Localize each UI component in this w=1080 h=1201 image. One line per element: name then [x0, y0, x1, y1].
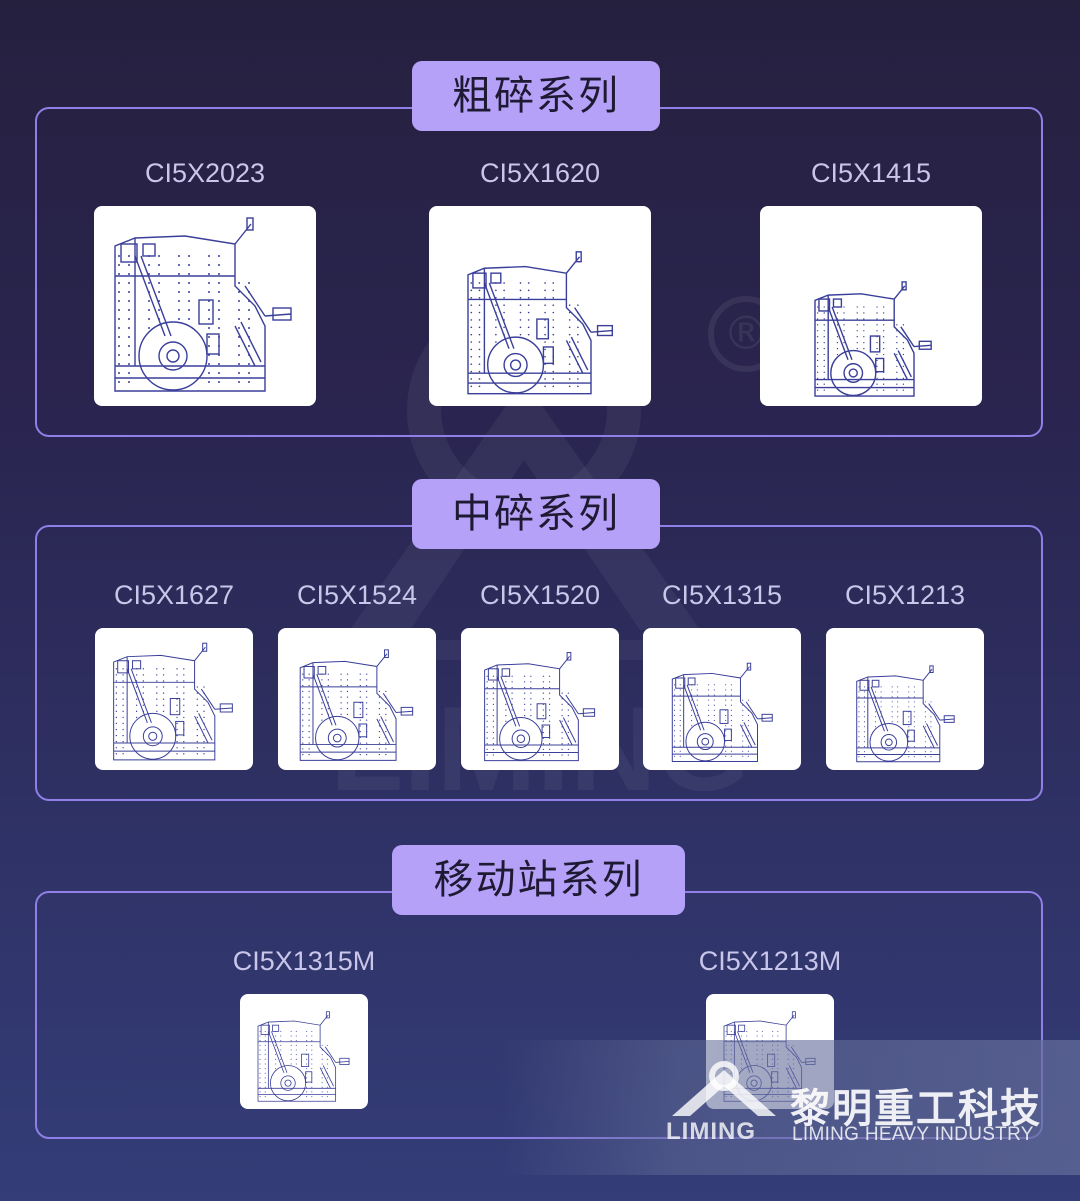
section-title-coarse: 粗碎系列	[412, 61, 660, 131]
brand-name-en: LIMING HEAVY INDUSTRY	[792, 1124, 1034, 1145]
section-title-medium: 中碎系列	[412, 479, 660, 549]
brand-logo-text: LIMING	[666, 1118, 756, 1145]
product-model-label: CI5X1213	[844, 580, 966, 610]
crusher-drawing-icon	[467, 251, 614, 395]
brand-name-cn: 黎明重工科技	[790, 1086, 1042, 1132]
product-model-label: CI5X1620	[479, 158, 601, 188]
product-image-card[interactable]	[461, 628, 619, 770]
product-image-card[interactable]	[240, 994, 368, 1109]
product-image-card[interactable]	[760, 206, 982, 406]
product-image-card[interactable]	[429, 206, 651, 406]
product-image-card[interactable]	[643, 628, 801, 770]
product-image-card[interactable]	[94, 206, 316, 406]
product-model-label: CI5X1524	[296, 580, 418, 610]
product-model-label: CI5X1627	[113, 580, 235, 610]
product-image-card[interactable]	[826, 628, 984, 770]
product-model-label: CI5X1315M	[232, 946, 376, 976]
crusher-drawing-icon	[671, 662, 773, 762]
product-model-label: CI5X1415	[810, 158, 932, 188]
crusher-drawing-icon	[299, 649, 414, 761]
product-model-label: CI5X1213M	[698, 946, 842, 976]
product-model-label: CI5X2023	[144, 158, 266, 188]
crusher-drawing-icon	[113, 642, 233, 761]
crusher-drawing-icon	[114, 217, 292, 392]
crusher-drawing-icon	[856, 665, 955, 763]
product-model-label: CI5X1520	[479, 580, 601, 610]
brand-banner	[500, 1040, 1080, 1175]
product-model-label: CI5X1315	[661, 580, 783, 610]
product-image-card[interactable]	[95, 628, 253, 770]
section-title-mobile: 移动站系列	[392, 845, 685, 915]
liming-logo-icon	[672, 1061, 776, 1116]
crusher-drawing-icon	[814, 281, 932, 397]
product-image-card[interactable]	[278, 628, 436, 770]
crusher-drawing-icon	[484, 652, 596, 762]
crusher-drawing-icon	[257, 1011, 350, 1102]
